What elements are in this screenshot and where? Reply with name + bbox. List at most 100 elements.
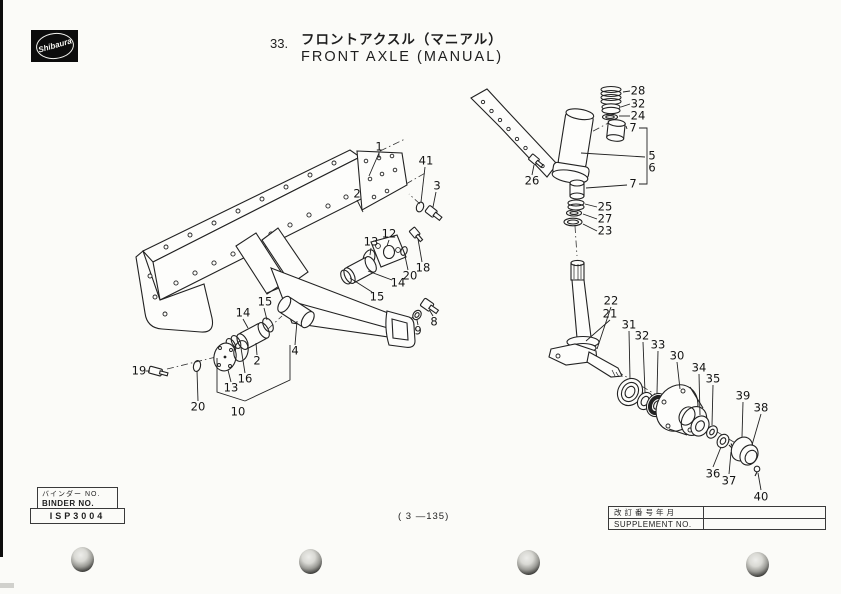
callout-label: 27 — [598, 212, 613, 226]
callout-label: 41 — [419, 154, 434, 168]
binder-hole — [71, 547, 94, 572]
bolt-26 — [528, 153, 544, 168]
callout-label: 31 — [622, 318, 637, 332]
screw-40 — [753, 465, 761, 477]
callout-labels: 1241328322475672625272313121820141589151… — [132, 84, 769, 504]
callout-leader — [417, 238, 423, 263]
callout-label: 9 — [414, 324, 421, 338]
spindle-splined-top — [570, 259, 585, 281]
callout-label: 23 — [598, 224, 613, 238]
scan-edge-line — [0, 0, 3, 557]
axle-beam — [270, 267, 416, 348]
pivot-tube — [277, 295, 315, 329]
callout-label: 21 — [603, 307, 618, 321]
callout-label: 28 — [631, 84, 646, 98]
kingpin-bushing-lower — [569, 179, 585, 200]
callout-leader — [349, 277, 373, 293]
callout-label: 38 — [754, 401, 769, 415]
page-number: ( 3 —135) — [398, 511, 450, 522]
bolt-19 — [148, 365, 169, 377]
bolt-3 — [424, 205, 443, 222]
callout-label: 7 — [629, 121, 636, 135]
callout-brackets — [216, 127, 648, 402]
callout-label: 1 — [375, 140, 382, 154]
callout-label: 7 — [629, 177, 636, 191]
callout-leader — [625, 125, 628, 130]
callout-leader — [367, 270, 393, 281]
callout-leader — [255, 342, 258, 356]
callout-leader — [386, 239, 390, 247]
beam-bolt — [412, 297, 440, 321]
supplement-cell-empty-1 — [704, 507, 825, 519]
bearing-31 — [616, 377, 644, 407]
hub-assembly — [616, 377, 761, 477]
callout-label: 35 — [706, 372, 721, 386]
callout-label: 16 — [238, 372, 253, 386]
callout-leader — [642, 341, 646, 393]
callout-label: 40 — [754, 490, 769, 504]
callout-label: 24 — [631, 109, 646, 123]
binder-hole — [299, 549, 322, 574]
callout-leader — [741, 401, 744, 438]
callout-label: 39 — [736, 389, 751, 403]
kingpin-spring-stack — [600, 85, 626, 142]
spindle-knuckle — [548, 259, 623, 378]
section-number: 33. — [270, 36, 289, 51]
callout-leader — [698, 373, 701, 416]
callout-label: 4 — [291, 344, 298, 358]
callout-label: 25 — [598, 200, 613, 214]
callout-label: 18 — [416, 261, 431, 275]
callout-label: 20 — [403, 269, 418, 283]
callout-leader — [227, 369, 232, 383]
callout-leader — [240, 347, 246, 374]
washer-35 — [706, 425, 718, 439]
callout-label: 33 — [651, 338, 666, 352]
callout-leader — [751, 413, 762, 446]
callout-label: 13 — [224, 381, 239, 395]
shibaura-logo: Shibaura — [31, 30, 78, 62]
callout-label: 5 — [648, 149, 655, 163]
callout-leader — [432, 191, 437, 208]
tie-rod-arm — [470, 88, 558, 178]
callout-label: 12 — [382, 227, 397, 241]
binder-number-table: バインダー NO. BINDER NO. — [37, 487, 118, 510]
callout-label: 14 — [391, 276, 406, 290]
callout-leader — [356, 199, 364, 213]
callout-leader — [712, 446, 722, 468]
callout-label: 2 — [353, 187, 360, 201]
callout-label: 32 — [635, 329, 650, 343]
callout-label: 22 — [604, 294, 619, 308]
scan-smudge — [0, 583, 14, 588]
washer-41 — [415, 201, 425, 213]
bolt-18 — [408, 226, 424, 243]
nut-36 — [716, 433, 730, 449]
page-title-japanese: フロントアクスル（マニアル） — [301, 32, 503, 47]
supplement-cell-empty-2 — [704, 519, 825, 529]
callout-leader — [429, 310, 434, 317]
callout-label: 26 — [525, 174, 540, 188]
supplement-label-jp: 改訂番号年月 — [609, 507, 704, 519]
callout-leader — [628, 330, 631, 380]
callout-leader — [263, 307, 268, 321]
callout-label: 30 — [670, 349, 685, 363]
binder-hole — [517, 550, 540, 575]
callout-leader — [242, 318, 249, 329]
callout-label: 8 — [430, 315, 437, 329]
beam-end-block — [385, 310, 416, 348]
callout-leader — [596, 306, 612, 350]
callout-label: 34 — [692, 361, 707, 375]
supplement-table: 改訂番号年月 SUPPLEMENT NO. — [608, 506, 826, 530]
callout-leader — [369, 247, 372, 256]
pivot-bushings-left — [148, 317, 274, 377]
callout-label: 20 — [191, 400, 206, 414]
binder-number-value: ISP3004 — [30, 508, 125, 524]
callout-label: 37 — [722, 474, 737, 488]
callout-leader — [531, 164, 535, 176]
callout-leader — [416, 319, 419, 326]
callout-label: 10 — [231, 405, 246, 419]
callout-leader — [656, 350, 659, 394]
callout-label: 15 — [258, 295, 273, 309]
callout-leader — [585, 319, 611, 342]
